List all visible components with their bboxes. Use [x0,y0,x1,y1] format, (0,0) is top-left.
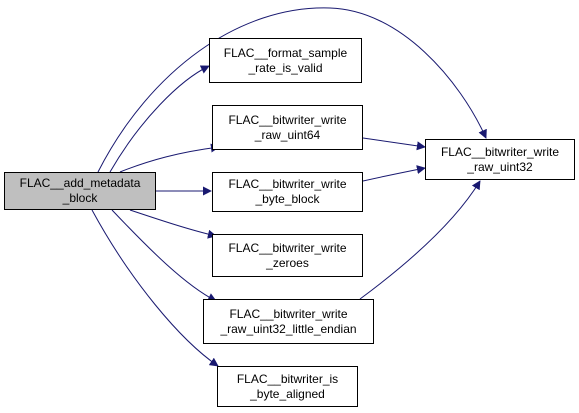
node-label-line: FLAC__add_metadata [19,176,141,190]
edge-add_metadata_block-to-raw_uint32_le [111,209,217,302]
node-flac-add-metadata-block: FLAC__add_metadata _block [4,172,156,210]
node-flac-bitwriter-write-zeroes[interactable]: FLAC__bitwriter_write _zeroes [212,234,363,277]
node-flac-bitwriter-write-byte-block[interactable]: FLAC__bitwriter_write _byte_block [212,172,363,212]
edge-add_metadata_block-to-raw_uint32 [97,7,487,173]
node-label-line: _zeroes [266,255,309,270]
node-label-line: FLAC__bitwriter_is [236,371,339,386]
edge-raw_uint64-to-raw_uint32 [362,137,426,151]
node-label-line: _rate_is_valid [248,60,323,75]
node-flac-bitwriter-write-raw-uint32-little-endian[interactable]: FLAC__bitwriter_write _raw_uint32_little… [203,299,374,344]
edge-raw_uint32_le-to-raw_uint32 [359,180,481,300]
node-label-line: FLAC__format_sample [223,45,348,60]
node-label-line: _raw_uint32_little_endian [220,321,357,336]
edge-add_metadata_block-to-raw_uint64 [119,143,220,173]
node-label-line: FLAC__bitwriter_write [228,240,347,255]
node-label-line: _byte_aligned [250,386,325,401]
node-label-line: FLAC__bitwriter_write [228,177,347,191]
node-label-line: FLAC__bitwriter_write [229,306,348,321]
edge-add_metadata_block-to-is_byte_aligned [91,209,219,367]
node-flac-bitwriter-is-byte-aligned[interactable]: FLAC__bitwriter_is _byte_aligned [217,366,358,407]
node-label-line: _byte_block [255,192,320,206]
node-flac-bitwriter-write-raw-uint64[interactable]: FLAC__bitwriter_write _raw_uint64 [212,105,363,150]
node-flac-bitwriter-write-raw-uint32[interactable]: FLAC__bitwriter_write _raw_uint32 [425,139,575,180]
node-label-line: FLAC__bitwriter_write [440,144,560,159]
edge-add_metadata_block-to-zeroes [129,209,217,239]
node-flac-format-sample-rate-is-valid[interactable]: FLAC__format_sample _rate_is_valid [209,38,362,83]
edge-add_metadata_block-to-format_sample_rate [109,65,210,173]
node-label-line: _raw_uint64 [254,127,321,142]
node-label-line: _raw_uint32 [467,159,533,174]
edge-byte_block-to-raw_uint32 [362,165,426,182]
node-label-line: FLAC__bitwriter_write [228,112,347,127]
node-label-line: _block [62,191,98,205]
